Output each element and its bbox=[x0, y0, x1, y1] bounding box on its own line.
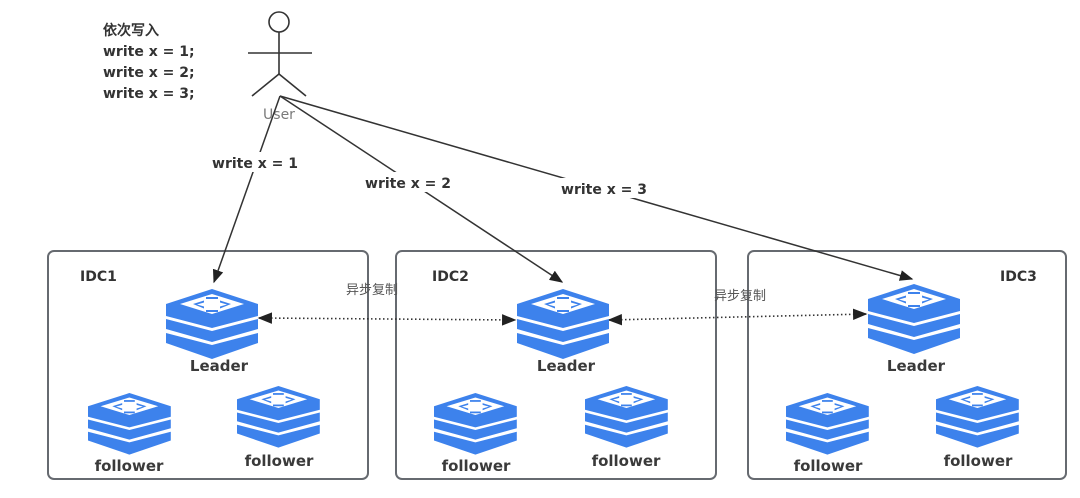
idc1-title: IDC1 bbox=[80, 269, 117, 285]
idc3-follower-1-db-icon bbox=[786, 393, 869, 455]
idc1-follower-1-label: follower bbox=[95, 457, 164, 475]
idc1-follower-1-db-icon bbox=[88, 393, 171, 455]
idc1-follower-2-db-icon bbox=[237, 386, 320, 448]
user-actor-icon bbox=[248, 11, 312, 97]
idc3-follower-2-label: follower bbox=[944, 452, 1013, 470]
idc2-leader-db-icon bbox=[517, 289, 609, 359]
idc1-container bbox=[47, 250, 369, 480]
idc1-leader-db-icon bbox=[166, 289, 258, 359]
idc2-follower-1-label: follower bbox=[442, 457, 511, 475]
note-line-1: write x = 1; bbox=[103, 44, 195, 60]
write-sequence-note: 依次写入 write x = 1; write x = 2; write x =… bbox=[103, 22, 195, 102]
write-edge-label-2: write x = 2 bbox=[365, 176, 451, 192]
write-edge-label-3: write x = 3 bbox=[561, 182, 647, 198]
idc3-follower-1-label: follower bbox=[794, 457, 863, 475]
idc2-container bbox=[395, 250, 717, 480]
write-edge-label-1: write x = 1 bbox=[212, 156, 298, 172]
idc2-follower-2-db-icon bbox=[585, 386, 668, 448]
note-title: 依次写入 bbox=[103, 22, 159, 39]
replication-label-2: 异步复制 bbox=[714, 289, 766, 304]
idc2-follower-1-db-icon bbox=[434, 393, 517, 455]
idc2-title: IDC2 bbox=[432, 269, 469, 285]
write-edge-1 bbox=[212, 95, 281, 284]
replication-link-1-2 bbox=[257, 312, 517, 326]
idc1-leader-label: Leader bbox=[190, 357, 249, 375]
note-line-2: write x = 2; bbox=[103, 65, 195, 81]
idc3-leader-db-icon bbox=[868, 284, 960, 354]
idc2-leader-label: Leader bbox=[537, 357, 596, 375]
replication-label-1: 异步复制 bbox=[346, 283, 398, 298]
idc3-container bbox=[747, 250, 1067, 480]
idc2-follower-2-label: follower bbox=[592, 452, 661, 470]
user-label: User bbox=[263, 107, 295, 123]
replication-link-2-3 bbox=[607, 308, 868, 326]
idc3-title: IDC3 bbox=[1000, 269, 1037, 285]
note-line-3: write x = 3; bbox=[103, 86, 195, 102]
idc3-follower-2-db-icon bbox=[936, 386, 1019, 448]
idc3-leader-label: Leader bbox=[887, 357, 946, 375]
idc1-follower-2-label: follower bbox=[245, 452, 314, 470]
